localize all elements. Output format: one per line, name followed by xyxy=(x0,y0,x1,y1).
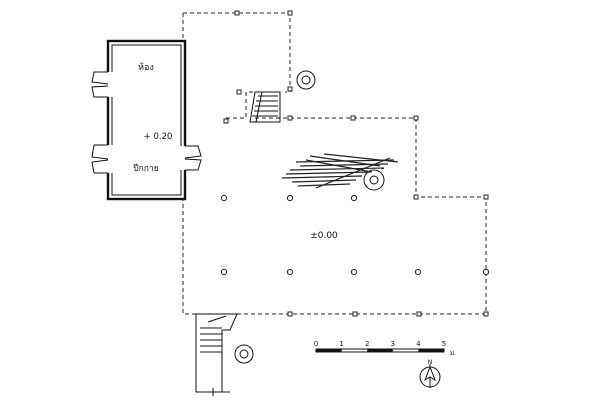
lower-stair xyxy=(195,313,238,396)
upper-stair xyxy=(249,91,281,123)
terrace-posts xyxy=(220,10,490,317)
room-bottom-label: ปีกกาย xyxy=(133,163,159,174)
scale-tick-3: 3 xyxy=(391,340,395,348)
scale-tick-2: 2 xyxy=(365,340,369,348)
room-top-label: ห้อง xyxy=(138,62,154,73)
scale-tick-0: 0 xyxy=(314,340,318,348)
scale-bar: 0 1 2 3 4 5 ม. xyxy=(314,340,456,357)
jar-lower xyxy=(234,344,254,364)
jar-upper xyxy=(296,70,316,90)
door-left-lower xyxy=(91,144,109,174)
scale-tick-1: 1 xyxy=(339,340,343,348)
scale-unit: ม. xyxy=(450,349,456,357)
scale-tick-4: 4 xyxy=(416,340,421,348)
door-left-upper xyxy=(91,71,109,98)
stick-pile xyxy=(281,153,399,189)
jar-middle xyxy=(363,169,385,191)
terrace-outline xyxy=(182,12,487,315)
scale-tick-5: 5 xyxy=(442,340,446,348)
room-level-label: + 0.20 xyxy=(144,132,173,142)
north-label: N xyxy=(428,359,433,366)
deck-level-label: ±0.00 xyxy=(310,231,338,241)
north-arrow-icon: N xyxy=(419,359,441,388)
door-right xyxy=(184,145,202,171)
